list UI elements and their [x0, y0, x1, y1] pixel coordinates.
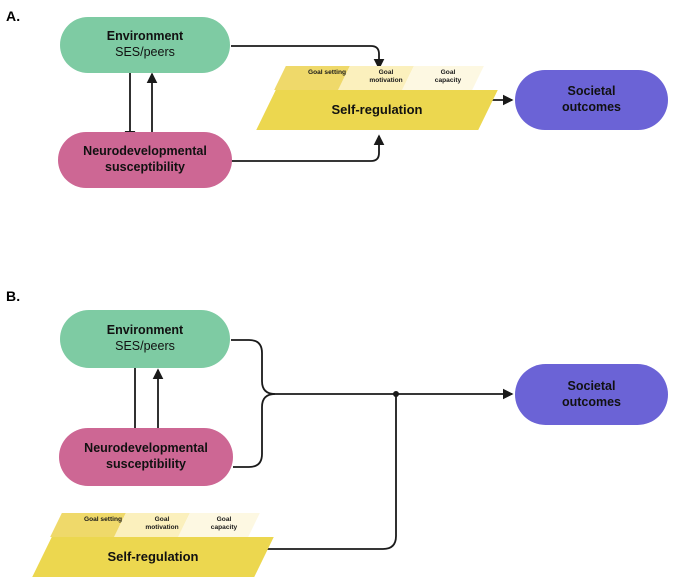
segment-label-line1: Goal — [216, 516, 232, 523]
segment-label-goal-capacity: Goal capacity — [194, 516, 254, 531]
segment-label-line1: Goal — [154, 516, 170, 523]
node-subtitle: outcomes — [561, 394, 622, 409]
segment-label-line2: motivation — [145, 523, 179, 531]
node-title: Environment — [106, 323, 184, 338]
node-subtitle: SES/peers — [115, 45, 175, 59]
segment-label-line2: motivation — [369, 76, 403, 84]
segment-label-goal-motivation: Goal motivation — [132, 516, 192, 531]
segment-label-line2: capacity — [434, 76, 462, 84]
panel-b-node-environment[interactable]: Environment SES/peers — [60, 310, 230, 368]
panel-b-node-neurodevelopmental-susceptibility[interactable]: Neurodevelopmental susceptibility — [59, 428, 233, 486]
connector-env-to-merge — [231, 339, 396, 395]
panel-a-node-environment[interactable]: Environment SES/peers — [60, 17, 230, 73]
panel-b-node-societal-outcomes[interactable]: Societal outcomes — [515, 364, 668, 425]
node-title: Neurodevelopmental — [84, 441, 208, 456]
connector-neuro-to-merge — [233, 393, 276, 468]
segment-label-goal-setting: Goal setting — [307, 69, 347, 76]
merge-junction-dot — [393, 391, 399, 397]
segment-label-line1: Goal — [378, 69, 394, 76]
node-title: Societal — [567, 378, 616, 393]
self-regulation-title: Self-regulation — [107, 549, 199, 564]
node-title: Environment — [106, 29, 184, 44]
panel-label-a: A. — [6, 8, 21, 24]
segment-label-goal-setting: Goal setting — [83, 516, 123, 523]
arrow-env-to-selfregulation — [231, 45, 385, 70]
panel-b-self-regulation-block[interactable]: Goal setting Goal motivation Goal capaci… — [32, 513, 274, 577]
panel-a-self-regulation-block[interactable]: Goal setting Goal motivation Goal capaci… — [256, 66, 498, 130]
segment-label-line2: capacity — [210, 523, 238, 531]
segment-label-goal-capacity: Goal capacity — [418, 69, 478, 84]
self-regulation-title: Self-regulation — [331, 102, 423, 117]
node-subtitle: outcomes — [561, 100, 622, 114]
segment-label-line1: Goal — [440, 69, 456, 76]
panel-a-node-societal-outcomes[interactable]: Societal outcomes — [515, 70, 668, 130]
node-title: Neurodevelopmental — [83, 144, 207, 159]
connector-selfregulation-to-merge — [243, 394, 397, 550]
node-subtitle: susceptibility — [105, 160, 185, 174]
node-subtitle: susceptibility — [106, 457, 186, 471]
node-subtitle: SES/peers — [115, 339, 175, 353]
node-title: Societal — [567, 84, 616, 99]
panel-a-node-neurodevelopmental-susceptibility[interactable]: Neurodevelopmental susceptibility — [58, 132, 232, 188]
panel-label-b: B. — [6, 288, 21, 304]
arrow-neuro-to-selfregulation — [231, 134, 385, 162]
segment-label-goal-motivation: Goal motivation — [356, 69, 416, 84]
